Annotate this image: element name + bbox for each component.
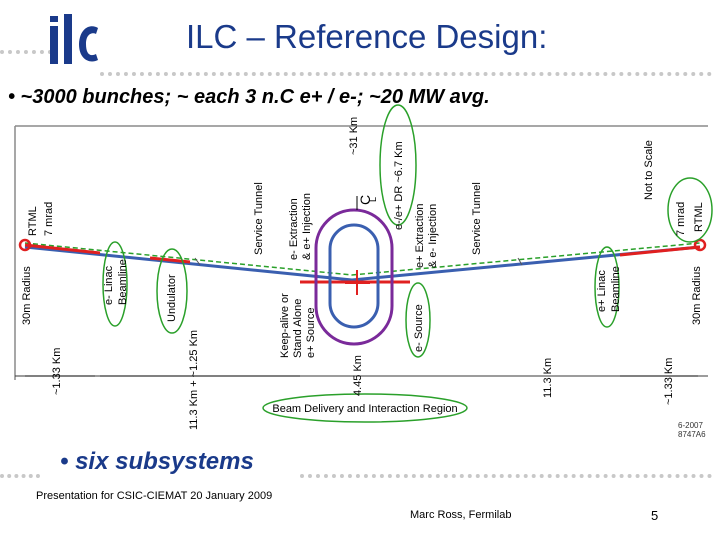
tunnel-tick-right bbox=[517, 257, 523, 266]
label-km133-right: ~1.33 Km bbox=[663, 358, 675, 405]
label-km113-left: 11.3 Km + ~1.25 Km bbox=[188, 330, 200, 430]
label-e-plus-injection: & e+ Injection bbox=[301, 193, 313, 260]
page-title: ILC – Reference Design: bbox=[186, 18, 548, 55]
label-beamline-right: Beamline bbox=[610, 266, 622, 312]
service-tunnel-right bbox=[351, 242, 701, 276]
label-center-mark: C bbox=[357, 195, 373, 205]
label-e-minus-injection: & e- Injection bbox=[427, 204, 439, 268]
ilc-logo: ilc bbox=[50, 14, 98, 64]
red-segment-left bbox=[24, 243, 101, 255]
label-rtml-right: RTML bbox=[693, 202, 705, 232]
label-keep-alive-3: e+ Source bbox=[305, 308, 317, 358]
footer-presentation-title: Presentation for CSIC-CIEMAT 20 January … bbox=[36, 490, 273, 502]
bullet-six-subsystems: • six subsystems bbox=[60, 448, 254, 475]
label-e-minus-source: e- Source bbox=[413, 304, 425, 352]
label-doc-date: 6-2007 bbox=[678, 421, 703, 430]
highlight-bdir bbox=[262, 393, 468, 423]
label-mrad-left: 7 mrad bbox=[43, 202, 55, 236]
label-rtml-left: RTML bbox=[27, 206, 39, 236]
label-km113-right: 11.3 Km bbox=[542, 358, 554, 398]
highlight-rtml-right bbox=[667, 177, 713, 243]
label-km31: ~31 Km bbox=[348, 117, 360, 155]
label-undulator: Undulator bbox=[166, 274, 178, 322]
highlight-e-plus-linac bbox=[594, 246, 620, 328]
label-keep-alive-1: Keep-alive or bbox=[279, 293, 291, 358]
page-number: 5 bbox=[651, 508, 659, 523]
dotted-rule-left bbox=[0, 50, 52, 54]
rtml-turnaround-right bbox=[693, 238, 707, 252]
damping-ring-inner bbox=[328, 223, 380, 329]
bullet-parameters: • ~3000 bunches; ~ each 3 n.C e+ / e-; ~… bbox=[8, 86, 490, 108]
red-segment-right bbox=[619, 245, 701, 257]
rtml-turnaround-left bbox=[18, 238, 32, 252]
label-beamline-left: Beamline bbox=[117, 259, 129, 305]
highlight-e-minus-source bbox=[405, 282, 431, 358]
label-keep-alive-2: Stand Alone bbox=[292, 299, 304, 358]
dotted-rule-title bbox=[100, 72, 712, 76]
label-radius-right: 30m Radius bbox=[691, 266, 703, 325]
label-center-sub: L bbox=[368, 197, 378, 202]
damping-ring-outer bbox=[314, 208, 394, 346]
highlight-undulator bbox=[156, 248, 188, 334]
highlight-dr bbox=[379, 104, 417, 226]
label-service-tunnel-left: Service Tunnel bbox=[253, 182, 265, 255]
main-linac-left bbox=[24, 245, 353, 282]
label-mrad-right: 7 mrad bbox=[675, 202, 687, 236]
label-e-minus-extraction: e- Extraction bbox=[288, 198, 300, 260]
dotted-rule-footer bbox=[0, 474, 40, 478]
label-km133-left: ~1.33 Km bbox=[51, 348, 63, 395]
label-bdir: Beam Delivery and Interaction Region bbox=[272, 403, 457, 415]
dotted-rule-footer-right bbox=[300, 474, 712, 478]
label-e-minus-linac: e- Linac bbox=[103, 265, 115, 305]
label-km445: 4.45 Km bbox=[352, 355, 364, 396]
label-not-to-scale: Not to Scale bbox=[643, 140, 655, 200]
tunnel-tick-left bbox=[194, 257, 201, 266]
service-tunnel-left bbox=[24, 242, 353, 276]
label-doc-id: 8747A6 bbox=[678, 430, 706, 439]
label-service-tunnel-right: Service Tunnel bbox=[471, 182, 483, 255]
label-e-plus-linac: e+ Linac bbox=[596, 270, 608, 312]
highlight-e-minus-linac bbox=[102, 241, 128, 327]
ilc-layout-diagram: RTML 7 mrad 30m Radius e- Linac Beamline… bbox=[14, 104, 713, 439]
footer-author: Marc Ross, Fermilab bbox=[410, 509, 512, 521]
label-radius-left: 30m Radius bbox=[21, 266, 33, 325]
label-dr: e-/e+ DR ~6.7 Km bbox=[393, 141, 405, 230]
label-e-plus-extraction: e+ Extraction bbox=[414, 203, 426, 268]
